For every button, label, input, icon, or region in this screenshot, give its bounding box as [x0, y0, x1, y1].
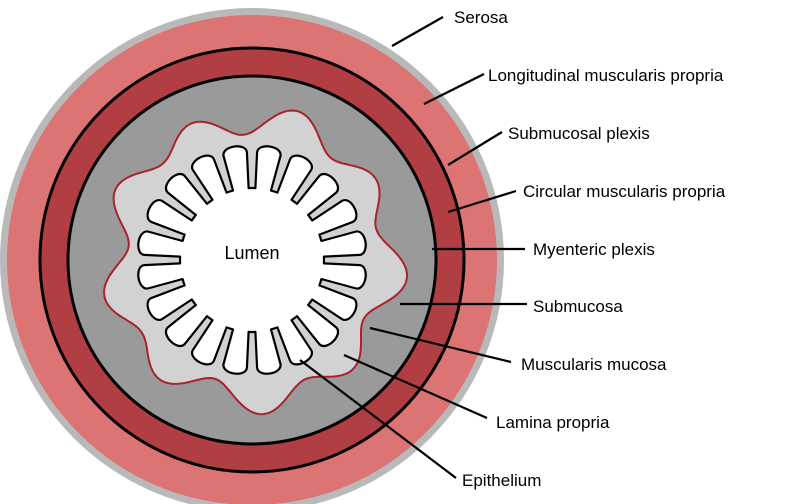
lamina-propria-leader-line — [343, 353, 488, 420]
epithelium-villi-outline — [137, 145, 367, 375]
circular-muscularis-propria-leader-line — [447, 189, 517, 214]
epithelium-label: Epithelium — [462, 471, 541, 490]
submucosal-plexis-leader-line — [447, 131, 503, 166]
longitudinal-muscularis-propria-leader-line — [423, 73, 485, 105]
submucosal-plexis-label: Submucosal plexis — [508, 124, 650, 143]
serosa-label: Serosa — [454, 8, 508, 27]
muscularis-mucosa-label: Muscularis mucosa — [521, 355, 667, 374]
myenteric-plexis-label: Myenteric plexis — [533, 240, 655, 259]
longitudinal-muscularis-propria-label: Longitudinal muscularis propria — [488, 66, 724, 85]
lumen-label: Lumen — [224, 243, 279, 263]
epithelium-leader-line — [299, 359, 457, 479]
circular-muscularis-propria-label: Circular muscularis propria — [523, 182, 726, 201]
serosa-leader-line — [391, 16, 444, 47]
submucosa-label: Submucosa — [533, 297, 623, 316]
lamina-propria-label: Lamina propria — [496, 413, 610, 432]
muscularis-mucosa-leader-line — [369, 326, 512, 364]
